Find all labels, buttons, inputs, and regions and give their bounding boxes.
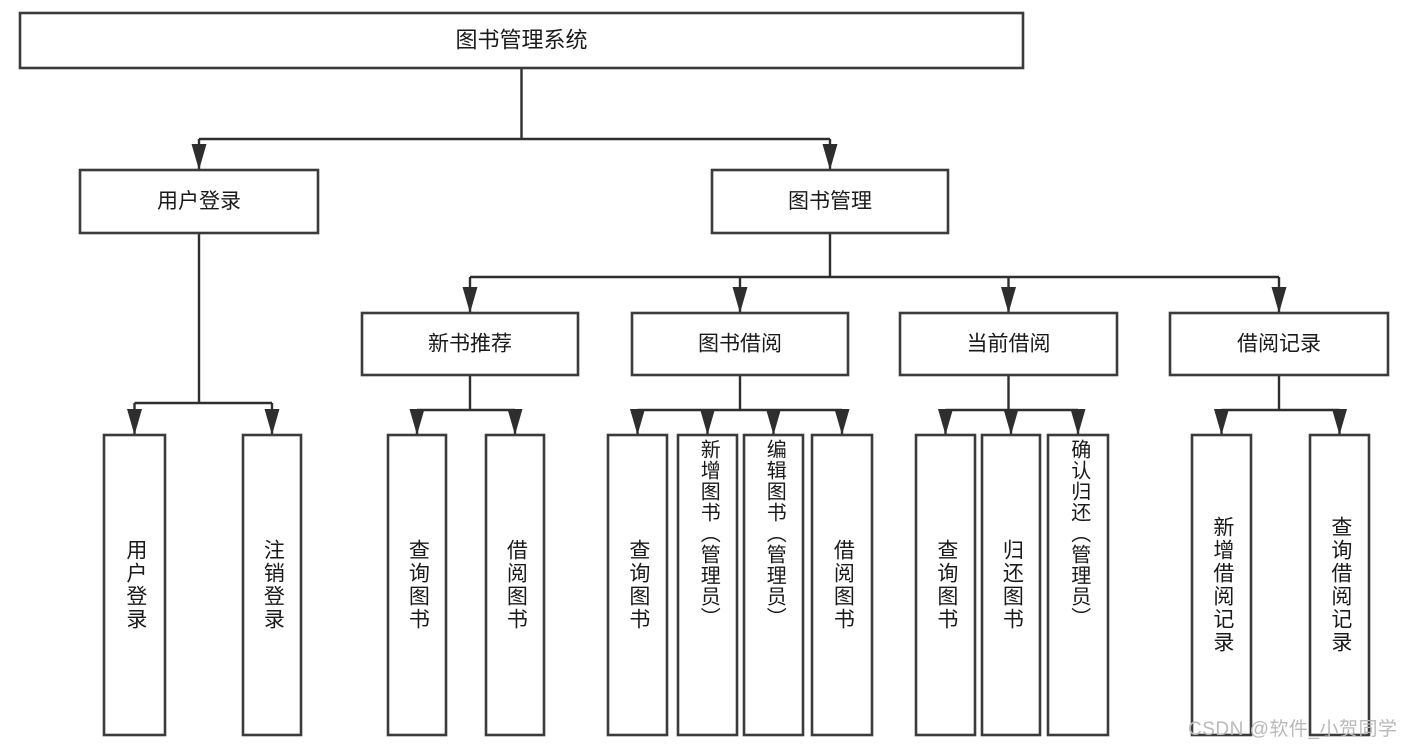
arrow-head-icon-leaf-5 — [700, 409, 715, 435]
node-box-leaf-0[interactable] — [102, 433, 167, 737]
arrow-head-icon-leaf-9 — [1003, 409, 1019, 435]
node-box-leaf-2[interactable] — [386, 433, 448, 737]
node-box-leaf-1[interactable] — [241, 433, 303, 737]
node-box-leaf-12[interactable] — [1308, 433, 1371, 737]
arrow-head-icon-leaf-10 — [1070, 409, 1086, 435]
boxes-group — [18, 11, 1390, 737]
arrow-head-icon-level2-1 — [732, 287, 748, 313]
arrow-head-icon-leaf-0 — [127, 409, 142, 435]
node-label-level1-0: 用户登录 — [157, 190, 241, 213]
node-label-level2-0: 新书推荐 — [428, 333, 512, 356]
arrow-head-icon-level2-2 — [1001, 287, 1016, 313]
node-box-leaf-3[interactable] — [484, 433, 546, 737]
node-box-level1-1[interactable] — [710, 168, 950, 235]
node-label-level2-2: 当前借阅 — [967, 333, 1051, 356]
node-box-leaf-9[interactable] — [980, 433, 1042, 737]
node-box-leaf-7[interactable] — [810, 433, 874, 737]
node-label-level2-1: 图书借阅 — [698, 333, 782, 356]
arrow-head-icon-leaf-12 — [1332, 409, 1347, 435]
arrow-head-icon-leaf-8 — [938, 409, 953, 435]
node-box-leaf-8[interactable] — [914, 433, 977, 737]
node-box-leaf-11[interactable] — [1190, 433, 1253, 737]
node-label-level1-1: 图书管理 — [788, 190, 872, 213]
node-box-leaf-10[interactable] — [1046, 433, 1110, 737]
arrow-head-icon-leaf-11 — [1214, 409, 1229, 435]
arrow-head-icon-level2-3 — [1271, 287, 1287, 313]
node-box-level2-3[interactable] — [1168, 311, 1390, 377]
arrow-head-icon-leaf-3 — [507, 409, 523, 435]
node-box-level2-0[interactable] — [360, 311, 580, 377]
node-box-level2-1[interactable] — [630, 311, 850, 377]
arrow-head-icon-leaf-2 — [409, 409, 425, 435]
node-box-root[interactable] — [18, 11, 1025, 70]
arrow-head-icon-level1-1 — [822, 144, 838, 170]
arrow-head-icon-leaf-6 — [766, 409, 781, 435]
node-box-leaf-4[interactable] — [606, 433, 669, 737]
node-label-level2-3: 借阅记录 — [1237, 333, 1321, 356]
arrow-head-icon-leaf-4 — [630, 409, 645, 435]
arrow-head-icon-level1-0 — [191, 144, 207, 170]
node-box-level2-2[interactable] — [898, 311, 1119, 377]
node-box-level1-0[interactable] — [78, 168, 320, 235]
connectors-group — [127, 68, 1347, 435]
arrow-head-icon-level2-0 — [462, 287, 478, 313]
watermark-text: CSDN @软件_小贺同学 — [1188, 719, 1398, 740]
arrow-head-icon-leaf-7 — [834, 409, 850, 435]
arrow-head-icon-leaf-1 — [264, 409, 280, 435]
node-box-leaf-6[interactable] — [742, 433, 805, 737]
node-box-leaf-5[interactable] — [676, 433, 739, 737]
node-label-root: 图书管理系统 — [455, 27, 587, 52]
